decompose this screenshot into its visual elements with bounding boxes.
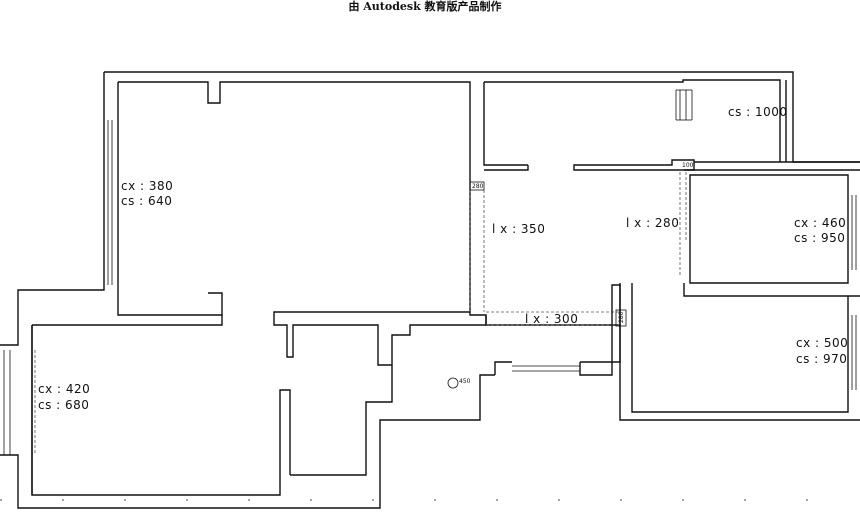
svg-text:cx : 500: cx : 500 — [796, 336, 848, 350]
window-left-top — [107, 120, 113, 285]
room-label-right-top: cs : 1000 — [728, 105, 788, 119]
room-right-bottom-walls — [619, 283, 860, 421]
svg-text:cs : 680: cs : 680 — [38, 398, 89, 412]
opening-350-markers — [469, 181, 485, 312]
header-watermark: 由 Autodesk 教育版产品制作 — [348, 0, 501, 13]
central-upper-walls — [484, 159, 860, 275]
svg-text:cx : 380: cx : 380 — [121, 179, 173, 193]
corridor-walls — [273, 284, 621, 403]
svg-text:cs : 950: cs : 950 — [794, 231, 845, 245]
dim-280-b: 280 — [618, 311, 625, 323]
dim-100: 100 — [682, 162, 694, 169]
dim-280-a: 280 — [472, 183, 484, 190]
svg-text:cs : 1000: cs : 1000 — [728, 105, 788, 119]
room-left-bottom-walls — [3, 315, 380, 496]
room-label-left-top: cx : 380 cs : 640 — [121, 179, 173, 208]
opening-label-lx-350: l x : 350 — [492, 222, 545, 236]
outer-walls — [0, 71, 860, 509]
room-right-top-marks — [675, 89, 693, 121]
svg-text:cs : 970: cs : 970 — [796, 352, 847, 366]
room-label-right-bottom: cx : 500 cs : 970 — [796, 336, 848, 366]
dim-450: 450 — [459, 378, 471, 385]
small-dims: 280 280 100 450 — [447, 162, 694, 389]
opening-label-lx-280: l x : 280 — [626, 216, 679, 230]
room-right-mid-walls — [683, 169, 860, 297]
svg-text:cs : 640: cs : 640 — [121, 194, 172, 208]
svg-text:cx : 420: cx : 420 — [38, 382, 90, 396]
room-label-right-mid: cx : 460 cs : 950 — [794, 216, 846, 245]
dim-450-marker — [447, 377, 459, 389]
room-label-left-bottom: cx : 420 cs : 680 — [38, 382, 90, 412]
svg-text:cx : 460: cx : 460 — [794, 216, 846, 230]
opening-label-lx-300: l x : 300 — [525, 312, 578, 326]
